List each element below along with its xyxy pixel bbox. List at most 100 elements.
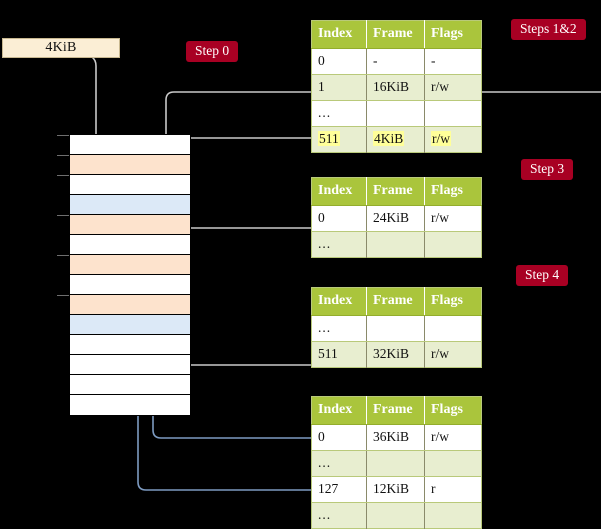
memory-frame-13 xyxy=(70,395,190,415)
memory-tick xyxy=(57,175,69,176)
memory-tick xyxy=(57,255,69,256)
memory-frame-4 xyxy=(70,215,190,235)
cell-flags xyxy=(424,502,482,529)
column-header-frame: Frame xyxy=(366,177,425,206)
memory-frame-1 xyxy=(70,155,190,175)
column-header-frame: Frame xyxy=(366,20,425,49)
cell-flags: r/w xyxy=(424,126,482,153)
cell-frame: 4KiB xyxy=(366,126,425,153)
cell-index: 0 xyxy=(311,424,367,451)
cell-frame: 16KiB xyxy=(366,74,425,101)
steps-1-2-text: Steps 1&2 xyxy=(520,21,577,36)
cell-flags: r/w xyxy=(424,74,482,101)
cell-index: ... xyxy=(311,231,367,258)
table-row: ... xyxy=(311,100,482,127)
cell-flags: r/w xyxy=(424,424,482,451)
column-header-index: Index xyxy=(311,396,367,425)
step-4-text: Step 4 xyxy=(525,267,560,282)
column-header-flags: Flags xyxy=(424,287,482,316)
memory-tick xyxy=(57,295,69,296)
cell-frame xyxy=(366,502,425,529)
memory-tick xyxy=(57,155,69,156)
cell-index: 1 xyxy=(311,74,367,101)
source-frame-label: 4KiB xyxy=(45,40,77,55)
column-header-index: Index xyxy=(311,177,367,206)
cell-index: 127 xyxy=(311,476,367,503)
cell-flags xyxy=(424,315,482,342)
column-header-index: Index xyxy=(311,287,367,316)
cell-index: ... xyxy=(311,100,367,127)
wire-table3-to-memory xyxy=(170,308,311,366)
cell-flags xyxy=(424,231,482,258)
table-row: 0-- xyxy=(311,48,482,75)
physical-memory-column xyxy=(69,134,191,416)
step-label-step-4: Step 4 xyxy=(516,265,569,286)
table-row: ... xyxy=(311,450,482,477)
cell-frame xyxy=(366,450,425,477)
memory-tick xyxy=(57,215,69,216)
cell-index: ... xyxy=(311,450,367,477)
memory-frame-3 xyxy=(70,195,190,215)
step-label-step-3: Step 3 xyxy=(521,159,574,180)
cell-index: 511 xyxy=(311,126,367,153)
cell-frame: 12KiB xyxy=(366,476,425,503)
table-row: ... xyxy=(311,315,482,342)
cell-frame: 32KiB xyxy=(366,341,425,368)
cell-index: 0 xyxy=(311,48,367,75)
source-frame-box: 4KiB xyxy=(2,38,120,58)
cell-flags xyxy=(424,450,482,477)
table-row: ... xyxy=(311,502,482,529)
cell-flags xyxy=(424,100,482,127)
step-label-step-0: Step 0 xyxy=(186,41,239,62)
memory-frame-0 xyxy=(70,135,190,155)
memory-frame-12 xyxy=(70,375,190,395)
column-header-flags: Flags xyxy=(424,20,482,49)
step-0-text: Step 0 xyxy=(195,43,230,58)
cell-frame: - xyxy=(366,48,425,75)
column-header-flags: Flags xyxy=(424,396,482,425)
cell-frame xyxy=(366,231,425,258)
cell-index: 511 xyxy=(311,341,367,368)
memory-frame-11 xyxy=(70,355,190,375)
cell-flags: r/w xyxy=(424,205,482,232)
step-label-steps-1-2: Steps 1&2 xyxy=(511,19,586,40)
column-header-frame: Frame xyxy=(366,396,425,425)
table-row: ... xyxy=(311,231,482,258)
memory-frame-2 xyxy=(70,175,190,195)
memory-frame-9 xyxy=(70,315,190,335)
cell-frame xyxy=(366,315,425,342)
memory-frame-8 xyxy=(70,295,190,315)
column-header-frame: Frame xyxy=(366,287,425,316)
cell-index: 0 xyxy=(311,205,367,232)
cell-flags: r xyxy=(424,476,482,503)
memory-frame-7 xyxy=(70,275,190,295)
memory-frame-10 xyxy=(70,335,190,355)
memory-frame-6 xyxy=(70,255,190,275)
cell-frame: 24KiB xyxy=(366,205,425,232)
column-header-flags: Flags xyxy=(424,177,482,206)
cell-index: ... xyxy=(311,315,367,342)
cell-flags: r/w xyxy=(424,341,482,368)
cell-flags: - xyxy=(424,48,482,75)
cell-index: ... xyxy=(311,502,367,529)
cell-frame: 36KiB xyxy=(366,424,425,451)
wire-table2-to-memory xyxy=(177,227,311,300)
step-3-text: Step 3 xyxy=(530,161,565,176)
memory-tick xyxy=(57,135,69,136)
memory-frame-5 xyxy=(70,235,190,255)
